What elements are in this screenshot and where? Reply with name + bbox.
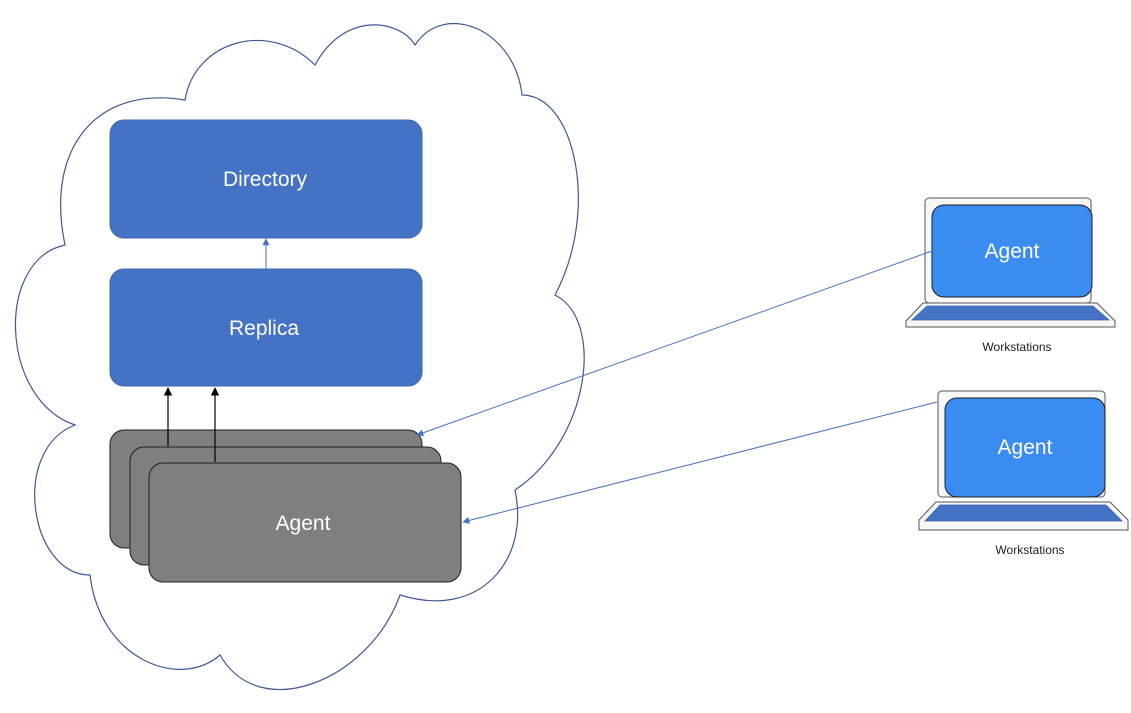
workstation-1-to-agent-connector xyxy=(416,250,933,437)
laptop-icon xyxy=(918,390,1129,531)
agent-card-front xyxy=(148,462,462,583)
workstation-1: Agent Workstations xyxy=(905,197,1116,354)
replica-node: Replica xyxy=(109,268,423,387)
laptop-keyboard xyxy=(924,504,1123,522)
directory-label: Directory xyxy=(223,168,308,191)
directory-node: Directory xyxy=(109,119,423,239)
workstation-2-caption: Workstations xyxy=(995,543,1064,557)
laptop-keyboard xyxy=(910,305,1111,321)
laptop-screen xyxy=(944,397,1106,498)
replica-label: Replica xyxy=(229,317,299,340)
workstation-1-caption: Workstations xyxy=(982,340,1051,354)
workstation-1-agent-label: Agent xyxy=(985,240,1040,263)
cloud-icon xyxy=(15,23,585,691)
workstation-2-to-agent-connector xyxy=(462,401,938,524)
agent-stack-label: Agent xyxy=(276,512,331,535)
workstation-2-agent-label: Agent xyxy=(998,436,1053,459)
laptop-icon xyxy=(905,197,1116,328)
agent-stack: Agent xyxy=(109,429,462,583)
workstation-2: Agent Workstations xyxy=(918,390,1129,557)
